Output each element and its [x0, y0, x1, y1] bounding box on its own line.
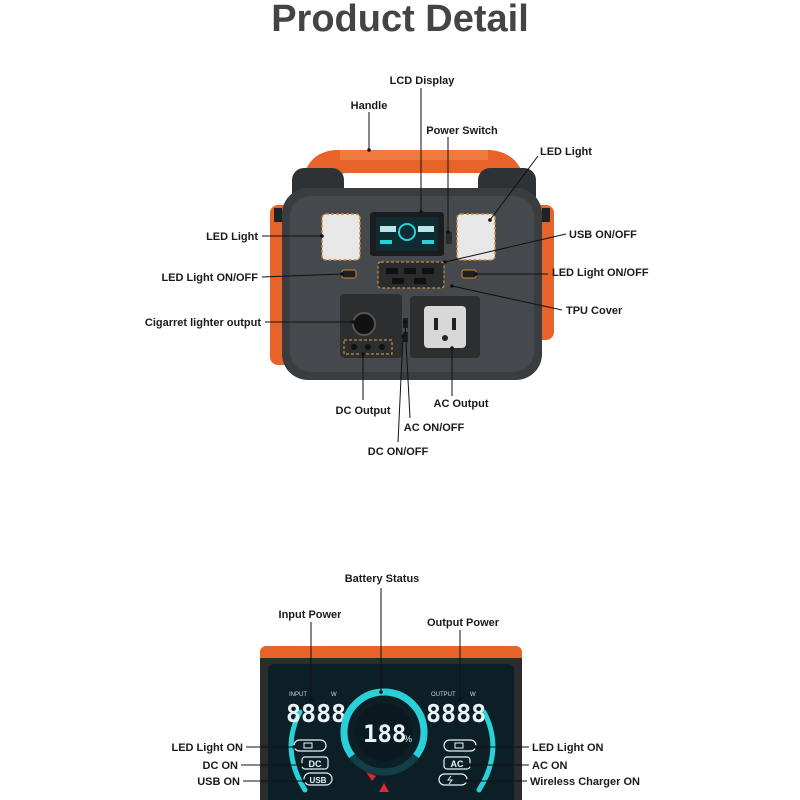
- label-tpu-cover: TPU Cover: [566, 305, 623, 317]
- ac-indicator: [443, 756, 471, 770]
- right-led-button: [461, 269, 477, 279]
- left-power-arc: [288, 709, 308, 793]
- left-led-panel: [321, 213, 361, 261]
- lightning-icon: [447, 775, 453, 785]
- lcd-input-unit: W: [331, 692, 337, 698]
- page-title: Product Detail: [271, 0, 529, 40]
- usb-port-3: [422, 268, 434, 274]
- power-switch-button: [446, 232, 452, 244]
- dc-port-2: [365, 344, 371, 350]
- cigarette-lighter-port: [352, 312, 376, 336]
- lcd-screen-small: [376, 217, 438, 251]
- usb-indicator: [303, 772, 333, 786]
- label-led-light-on-off-right: LED Light ON/OFF: [552, 267, 649, 279]
- label-dc-output: DC Output: [336, 405, 391, 417]
- label-usb-on-off: USB ON/OFF: [569, 229, 637, 241]
- battery-unit: %: [404, 734, 412, 744]
- label-ac-on-off: AC ON/OFF: [404, 422, 465, 434]
- left-led-button: [341, 269, 357, 279]
- battery-digits: 188: [363, 720, 406, 748]
- right-power-arc: [476, 709, 496, 793]
- dc-output-ports: [343, 339, 393, 355]
- lcd-digits-left: [380, 226, 396, 232]
- label-dc-on-off: DC ON/OFF: [368, 446, 429, 458]
- label-power-switch: Power Switch: [426, 125, 498, 137]
- top-leader-lines: [261, 88, 567, 443]
- lcd-output-label: OUTPUT: [431, 692, 456, 698]
- led-light-icon-right: [454, 742, 464, 749]
- battery-red-segment: [366, 772, 376, 781]
- label-led-light-on-left: LED Light ON: [172, 742, 244, 754]
- lcd-bar-left: [380, 240, 392, 244]
- lcd-ring-small: [398, 223, 416, 241]
- label-led-light-on-off-left: LED Light ON/OFF: [161, 272, 258, 284]
- power-station-illustration: [270, 150, 554, 380]
- dc-indicator-label: DC: [309, 759, 322, 769]
- led-light-icon-left: [303, 742, 313, 749]
- label-usb-on: USB ON: [197, 776, 240, 788]
- ac-slot-left: [434, 318, 438, 330]
- usb-port-5: [414, 278, 426, 284]
- ac-indicator-label: AC: [451, 759, 464, 769]
- label-led-light-on-right: LED Light ON: [532, 742, 604, 754]
- right-led-panel: [456, 213, 496, 261]
- label-ac-output: AC Output: [434, 398, 489, 410]
- ac-outlet: [424, 306, 466, 348]
- warning-icon: [379, 783, 389, 792]
- battery-ring-center: [355, 703, 413, 761]
- usb-port-1: [386, 268, 398, 274]
- label-cigarette-lighter-output: Cigarret lighter output: [145, 317, 261, 329]
- dc-indicator: [301, 756, 329, 770]
- lcd-output-unit: W: [470, 692, 476, 698]
- left-latch: [274, 208, 282, 222]
- ac-ground-hole: [442, 335, 448, 341]
- lcd-closeup: INPUT W 8888 OUTPUT W 8888 188 % DC USB …: [260, 646, 522, 800]
- battery-ring-fill: [340, 688, 428, 759]
- usb-port-4: [392, 278, 404, 284]
- label-input-power: Input Power: [279, 609, 343, 621]
- label-wireless-charger-on: Wireless Charger ON: [530, 776, 640, 788]
- label-ac-on: AC ON: [532, 760, 568, 772]
- lcd-bar-right: [422, 240, 434, 244]
- right-latch: [542, 208, 550, 222]
- label-lcd-display: LCD Display: [390, 75, 456, 87]
- lcd-input-label: INPUT: [289, 692, 307, 698]
- lcd-leader-lines: [241, 588, 529, 783]
- usb-port-strip: [377, 261, 445, 289]
- handle-highlight: [340, 150, 488, 160]
- usb-port-2: [404, 268, 416, 274]
- label-dc-on: DC ON: [203, 760, 239, 772]
- lcd-callout-labels: Battery Status Input Power Output Power …: [172, 573, 640, 788]
- label-battery-status: Battery Status: [345, 573, 420, 585]
- label-output-power: Output Power: [427, 617, 500, 629]
- label-led-light-left: LED Light: [206, 231, 258, 243]
- label-handle: Handle: [351, 100, 388, 112]
- dc-port-1: [351, 344, 357, 350]
- label-led-light-top-right: LED Light: [540, 146, 592, 158]
- dc-port-3: [379, 344, 385, 350]
- lcd-digits-right: [418, 226, 434, 232]
- top-callout-labels: LCD Display Handle Power Switch LED Ligh…: [145, 75, 649, 458]
- usb-indicator-label: USB: [310, 776, 327, 785]
- lcd-output-digits: 8888: [426, 699, 486, 728]
- ac-slot-right: [452, 318, 456, 330]
- lcd-input-digits: 8888: [286, 699, 346, 728]
